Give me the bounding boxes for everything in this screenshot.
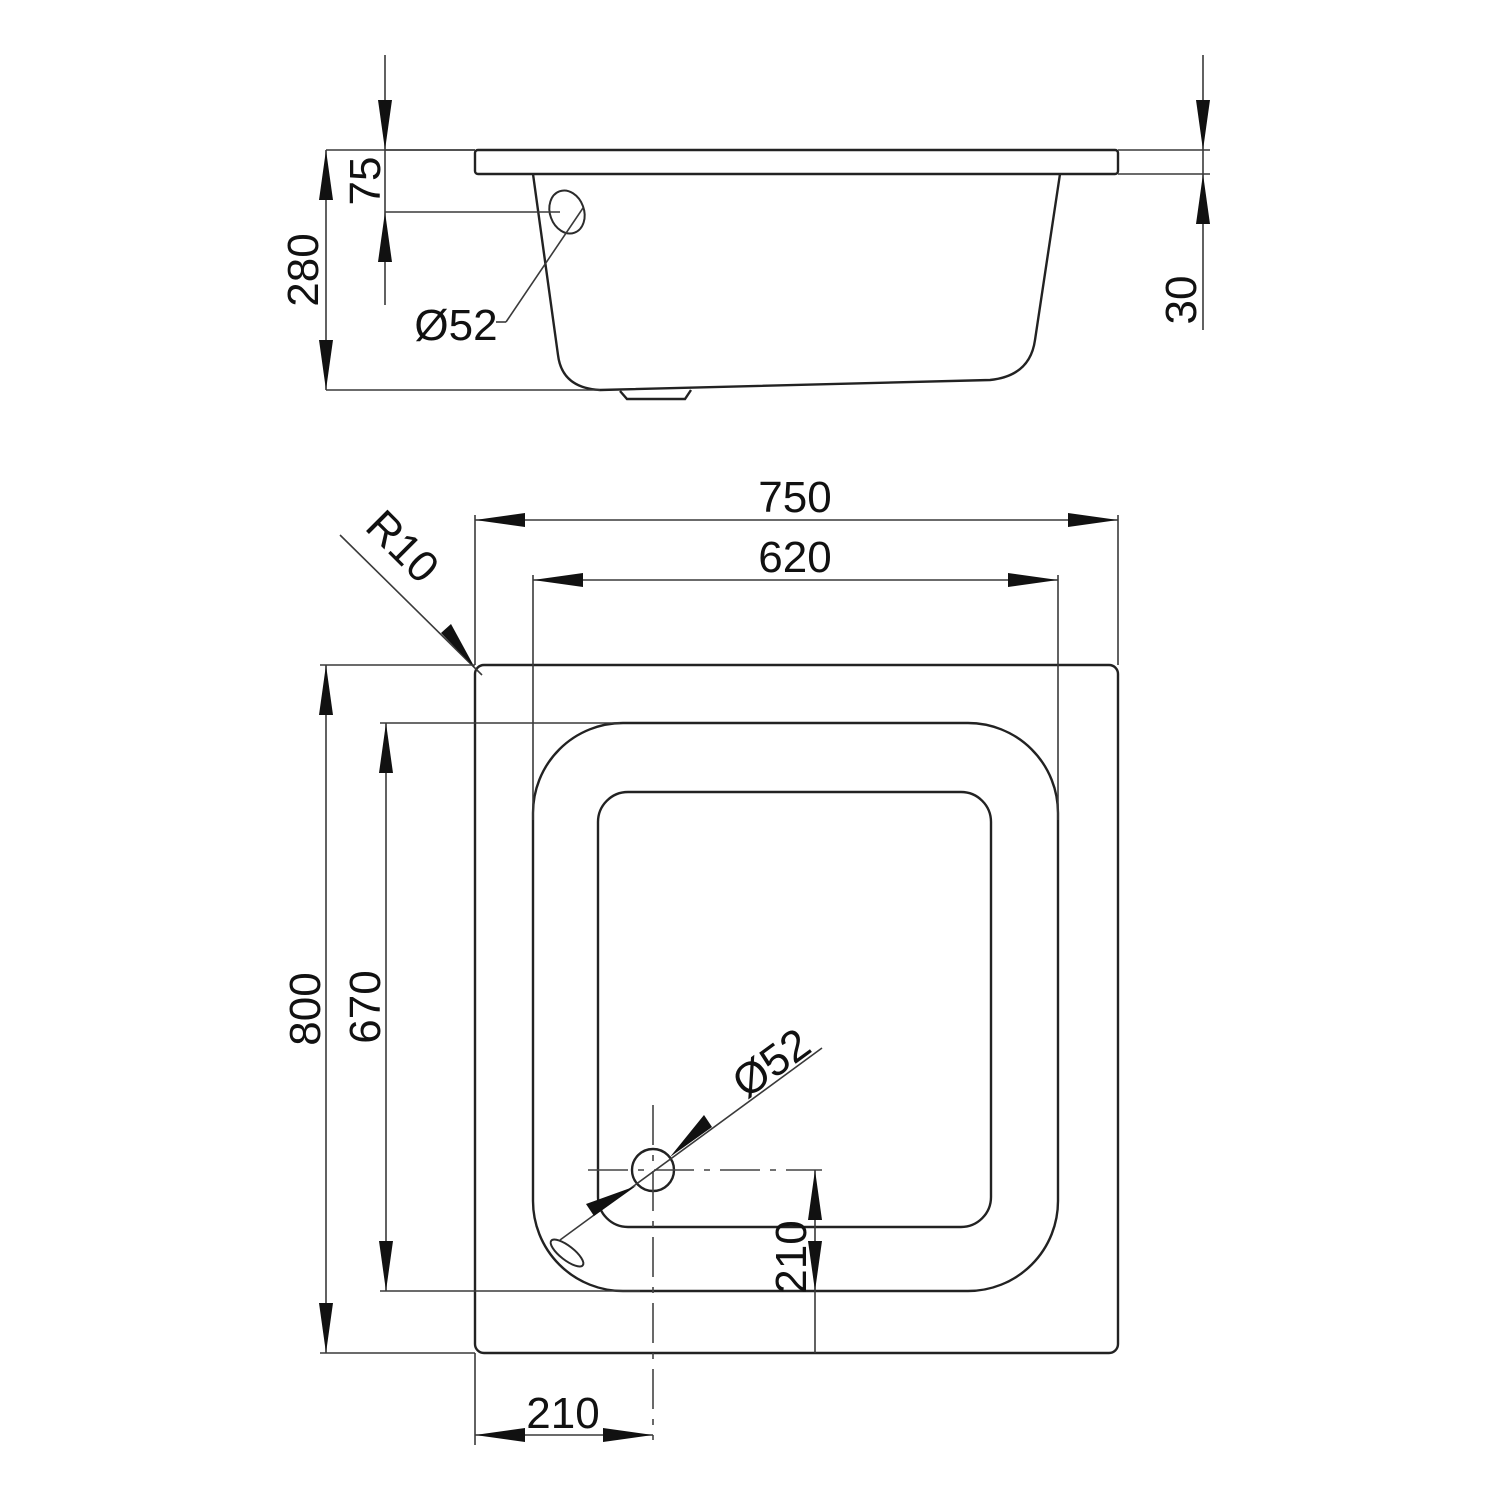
side-view: 75 280 30 Ø52	[279, 55, 1210, 401]
top-basin-edge	[531, 721, 1060, 1293]
top-view: 750 620 R10 800 670 Ø52 2	[281, 473, 1120, 1445]
dim-inner-depth-label: 670	[341, 970, 390, 1043]
dim-rim-label: 30	[1157, 276, 1206, 325]
top-outer-rim	[473, 663, 1120, 1355]
dim-corner-radius-label: R10	[356, 501, 448, 593]
dim-inner-width-label: 620	[758, 533, 831, 582]
dim-drain-label: Ø52	[723, 1019, 819, 1108]
dim-drain-x-label: 210	[526, 1389, 599, 1438]
dim-drain-y-label: 210	[767, 1220, 816, 1293]
dim-overflow-label: Ø52	[414, 301, 497, 350]
side-rim	[473, 148, 1120, 176]
dim-outer-width-label: 750	[758, 473, 831, 522]
top-overflow-hole	[549, 1238, 585, 1268]
top-basin-floor	[596, 790, 993, 1229]
side-drain-foot	[619, 389, 692, 401]
dim-flange-label: 75	[341, 157, 390, 206]
side-tub-body	[531, 173, 1062, 392]
side-overflow-hole	[548, 189, 586, 235]
dim-height-label: 280	[279, 233, 328, 306]
dim-outer-depth-label: 800	[281, 972, 330, 1045]
